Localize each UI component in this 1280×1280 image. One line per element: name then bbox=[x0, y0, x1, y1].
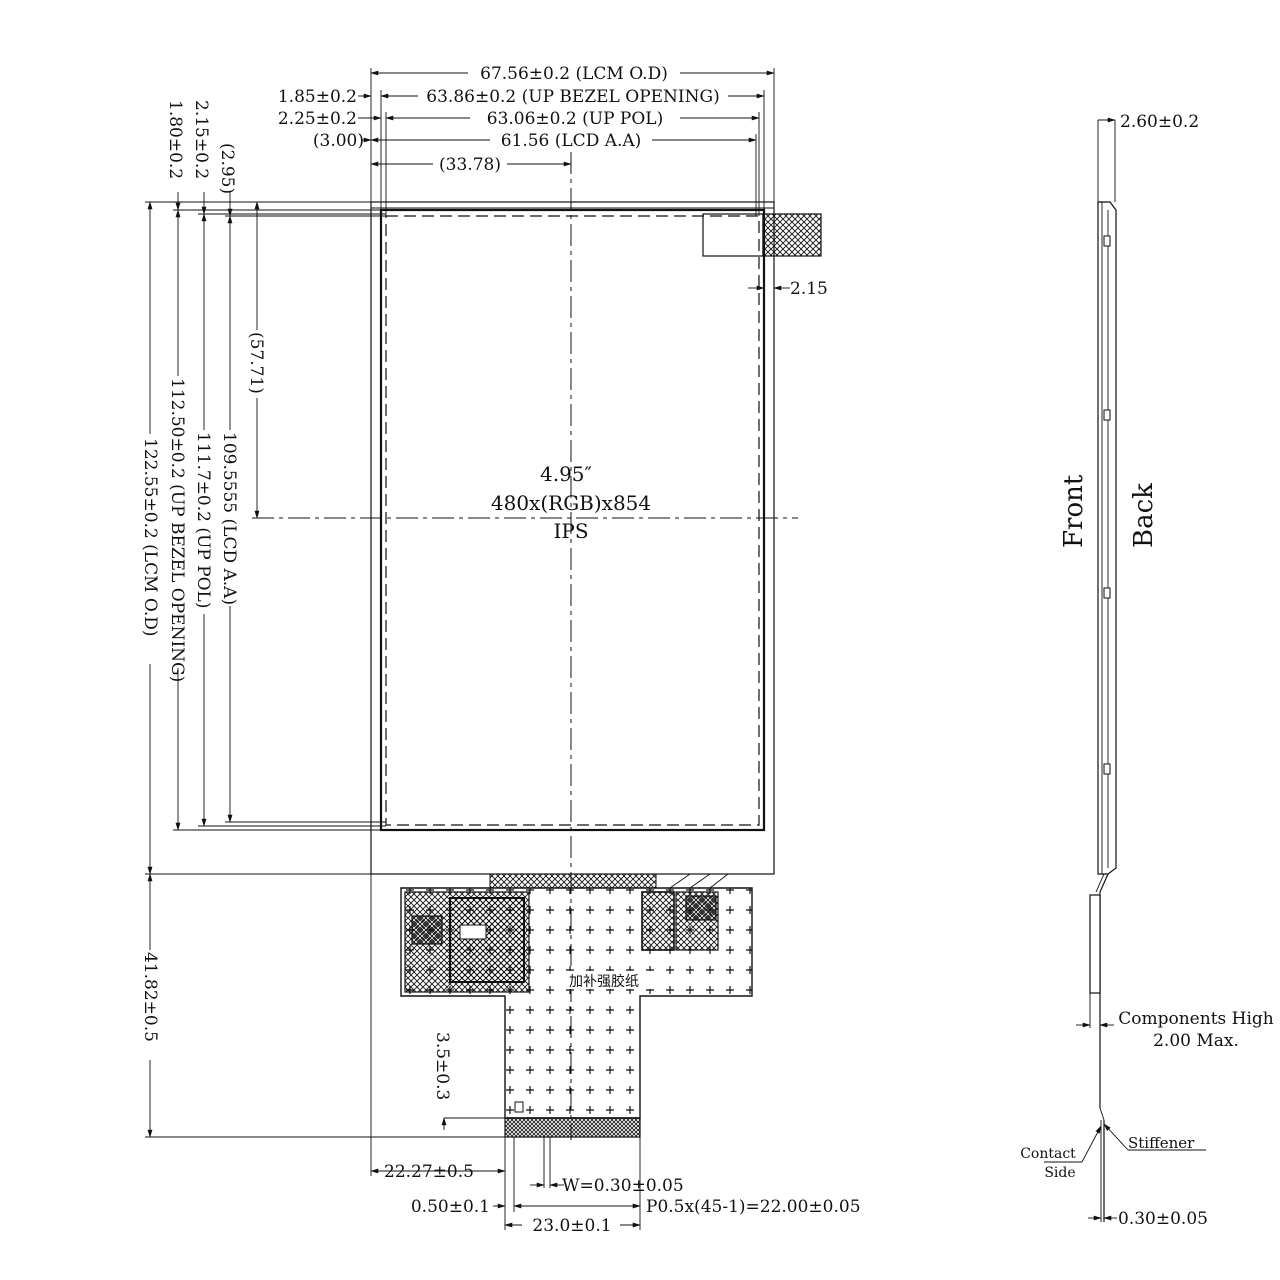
offset-top-3: (2.95) bbox=[217, 143, 237, 194]
side-view bbox=[1044, 117, 1206, 1222]
bottom-dimensions bbox=[370, 874, 641, 1235]
display-type: IPS bbox=[553, 519, 588, 543]
display-size: 4.95″ bbox=[540, 462, 592, 486]
center-height: (57.71) bbox=[246, 332, 266, 394]
up-pol-height: 111.7±0.2 (UP POL) bbox=[193, 432, 213, 608]
offset-top-2: 2.15±0.2 bbox=[191, 100, 211, 179]
lcd-aa-height: 109.5555 (LCD A.A) bbox=[219, 432, 239, 605]
edge-dim: 0.50±0.1 bbox=[411, 1197, 490, 1217]
fpc-offset: 22.27±0.5 bbox=[384, 1162, 474, 1182]
left-dimensions bbox=[140, 192, 505, 1138]
stiffener-label: Stiffener bbox=[1128, 1134, 1195, 1152]
fpc-length: 41.82±0.5 bbox=[140, 952, 160, 1042]
up-bezel-height: 112.50±0.2 (UP BEZEL OPENING) bbox=[167, 378, 187, 682]
offset-bezel: 1.85±0.2 bbox=[278, 87, 357, 107]
right-offset: 2.15 bbox=[790, 279, 828, 299]
fpc-note: 加补强胶纸 bbox=[569, 973, 639, 990]
offset-top-1: 1.80±0.2 bbox=[165, 100, 185, 179]
back-label: Back bbox=[1129, 483, 1159, 548]
stiffener-length: 3.5±0.3 bbox=[432, 1032, 452, 1100]
contact-label: Contact bbox=[1020, 1146, 1076, 1162]
flex-tab bbox=[702, 213, 822, 257]
lcd-aa-width: 61.56 (LCD A.A) bbox=[501, 131, 642, 151]
offset-aa: (3.00) bbox=[313, 131, 364, 151]
fpc-thickness: 0.30±0.05 bbox=[1118, 1209, 1208, 1229]
offset-pol: 2.25±0.2 bbox=[278, 109, 357, 129]
components-max: 2.00 Max. bbox=[1153, 1031, 1239, 1051]
pin-width: W=0.30±0.05 bbox=[562, 1176, 684, 1196]
up-bezel-opening-width: 63.86±0.2 (UP BEZEL OPENING) bbox=[426, 87, 719, 107]
side-thickness: 2.60±0.2 bbox=[1120, 112, 1199, 132]
up-pol-width: 63.06±0.2 (UP POL) bbox=[487, 109, 663, 129]
lcm-od-height: 122.55±0.2 (LCM O.D) bbox=[140, 438, 160, 637]
display-resolution: 480x(RGB)x854 bbox=[491, 491, 651, 515]
components-high: Components High bbox=[1118, 1009, 1274, 1029]
top-dimensions bbox=[370, 62, 775, 216]
fpc-width: 23.0±0.1 bbox=[532, 1216, 611, 1236]
side-label: Side bbox=[1044, 1165, 1075, 1181]
front-label: Front bbox=[1059, 474, 1089, 548]
pitch: P0.5x(45-1)=22.00±0.05 bbox=[646, 1197, 861, 1217]
center-width: (33.78) bbox=[439, 155, 501, 175]
lcm-od-width: 67.56±0.2 (LCM O.D) bbox=[480, 64, 668, 84]
fpc bbox=[400, 873, 753, 1138]
